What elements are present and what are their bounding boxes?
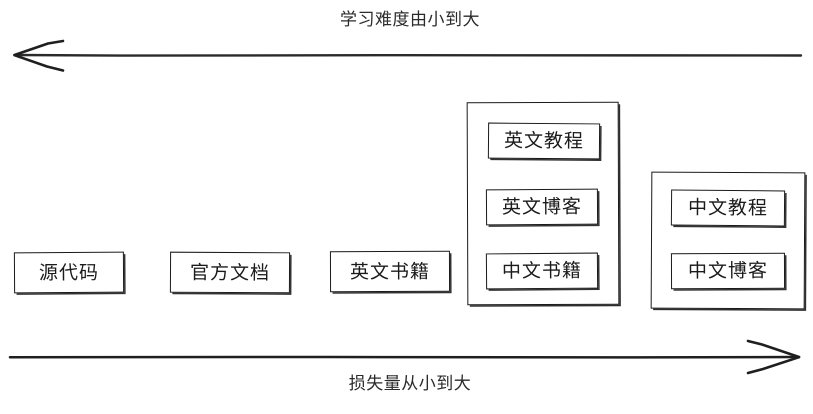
node-chinese-tutorials[interactable]: 中文教程 (670, 189, 786, 227)
node-label: 英文博客 (501, 195, 583, 219)
node-chinese-blogs[interactable]: 中文博客 (670, 252, 786, 290)
arrow-right-icon (8, 339, 801, 375)
node-label: 官方文档 (189, 261, 271, 284)
node-english-tutorials[interactable]: 英文教程 (487, 122, 601, 160)
node-label: 源代码 (38, 261, 100, 284)
node-label: 中文博客 (687, 259, 769, 283)
node-chinese-books[interactable]: 中文书籍 (485, 252, 599, 290)
node-label: 英文教程 (503, 129, 585, 153)
node-official-docs[interactable]: 官方文档 (169, 251, 291, 294)
node-label: 中文书籍 (501, 259, 583, 283)
node-english-blogs[interactable]: 英文博客 (485, 188, 599, 226)
arrow-left-icon (13, 39, 803, 72)
top-axis-label: 学习难度由小到大 (340, 10, 480, 30)
node-label: 英文书籍 (349, 260, 431, 283)
node-label: 中文教程 (687, 196, 769, 220)
node-english-books[interactable]: 英文书籍 (329, 250, 451, 293)
bottom-axis-label: 损失量从小到大 (348, 374, 472, 394)
node-source-code[interactable]: 源代码 (13, 251, 125, 294)
